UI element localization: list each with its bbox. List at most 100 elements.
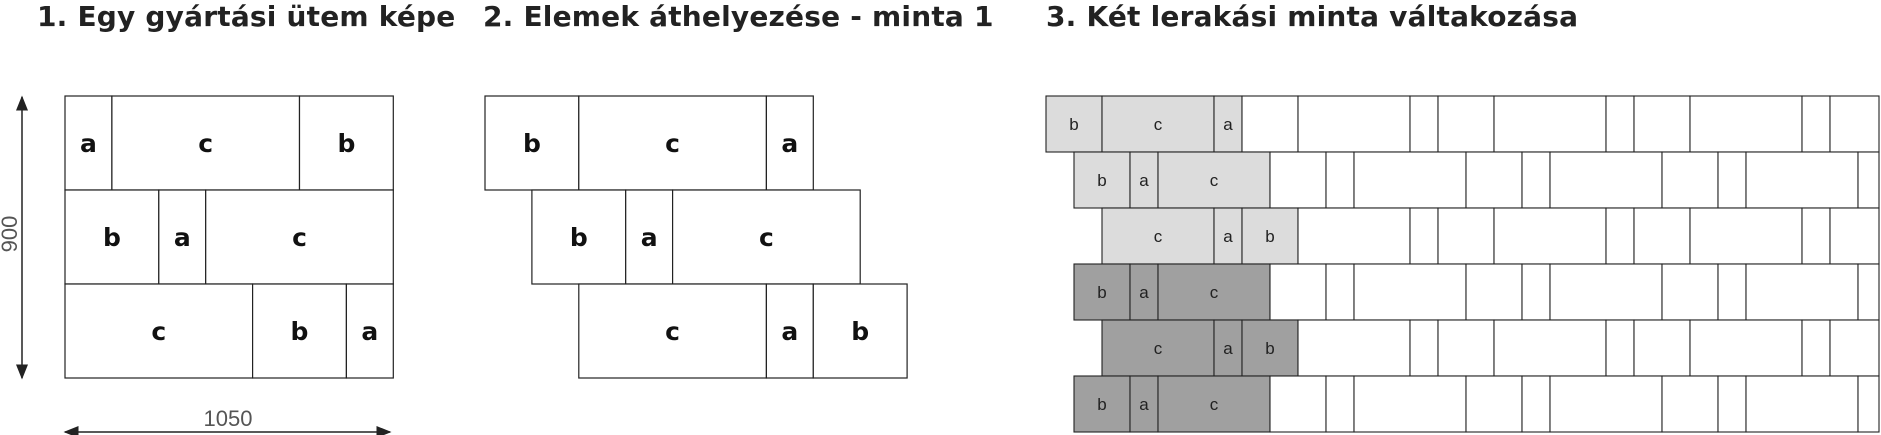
p3-tile-c: [1549, 263, 1663, 321]
p3-tile-b: [1269, 375, 1327, 433]
p3-tile-a: [1213, 207, 1243, 265]
p3-tile-label: b: [1265, 339, 1274, 358]
p2-tile-b: [812, 283, 908, 379]
height-dimension-label: 900: [0, 216, 22, 253]
p3-tile-a: [1409, 207, 1439, 265]
p3-tile-c: [1353, 375, 1467, 433]
p3-tile-b: [1437, 95, 1495, 153]
p3-tile-b: [1857, 151, 1880, 209]
p3-tile-c: [1549, 151, 1663, 209]
p3-tile-a: [1521, 375, 1551, 433]
p3-tile-b: [1857, 375, 1880, 433]
p3-tile-label: b: [1097, 171, 1106, 190]
p3-tile-c: [1689, 95, 1803, 153]
p3-tile-label: a: [1139, 395, 1149, 414]
p2-tile-c: [671, 189, 861, 285]
p3-tile-label: b: [1265, 227, 1274, 246]
p3-tile-c: [1297, 207, 1411, 265]
p1-tile-label: a: [361, 317, 378, 346]
p3-tile-label: b: [1097, 283, 1106, 302]
p3-tile-b: [1437, 207, 1495, 265]
p2-tile-label: a: [781, 129, 798, 158]
p3-tile-c: [1157, 151, 1271, 209]
p1-tile-b: [252, 283, 348, 379]
p3-tile-b: [1437, 319, 1495, 377]
p3-tile-b: [1829, 95, 1880, 153]
p2-tile-c: [578, 283, 767, 379]
p3-tile-label: b: [1097, 395, 1106, 414]
p3-tile-a: [1521, 151, 1551, 209]
p3-tile-b: [1633, 207, 1691, 265]
p3-tile-b: [1073, 263, 1131, 321]
p3-tile-a: [1801, 207, 1831, 265]
p3-tile-b: [1661, 151, 1719, 209]
p3-tile-label: a: [1139, 171, 1149, 190]
p1-tile-label: b: [103, 223, 121, 252]
p3-tile-b: [1241, 95, 1299, 153]
p2-tile-b: [484, 95, 580, 191]
p2-tile-b: [531, 189, 627, 285]
p1-tile-label: b: [337, 129, 355, 158]
p3-tile-c: [1549, 375, 1663, 433]
p1-tile-label: c: [198, 129, 213, 158]
p3-tile-label: c: [1154, 115, 1163, 134]
p3-tile-label: c: [1154, 339, 1163, 358]
p3-tile-a: [1213, 319, 1243, 377]
p3-tile-c: [1689, 319, 1803, 377]
p1-tile-c: [205, 189, 394, 285]
p2-tile-label: a: [641, 223, 658, 252]
p3-tile-label: a: [1223, 339, 1233, 358]
p3-tile-c: [1353, 263, 1467, 321]
p2-tile-label: b: [851, 317, 869, 346]
p3-tile-a: [1605, 207, 1635, 265]
dimension-annotations: 900 1050: [0, 95, 392, 435]
p3-tile-b: [1241, 319, 1299, 377]
p3-tile-c: [1297, 319, 1411, 377]
p3-tile-label: c: [1154, 227, 1163, 246]
p3-tile-b: [1045, 95, 1103, 153]
p3-tile-c: [1493, 319, 1607, 377]
p3-tile-b: [1829, 207, 1880, 265]
p2-tile-label: c: [665, 317, 680, 346]
p1-tile-c: [64, 283, 254, 379]
p3-tile-a: [1213, 95, 1243, 153]
p3-tile-b: [1073, 375, 1131, 433]
p3-tile-b: [1465, 151, 1523, 209]
title-alternating-patterns: 3. Két lerakási minta váltakozása: [1046, 0, 1579, 33]
p3-tile-b: [1465, 375, 1523, 433]
p3-tile-a: [1605, 95, 1635, 153]
p3-tile-c: [1745, 151, 1859, 209]
p3-tile-a: [1325, 151, 1355, 209]
p3-tile-a: [1325, 375, 1355, 433]
title-pattern-1: 2. Elemek áthelyezése - minta 1: [483, 0, 994, 33]
p2-tile-label: a: [781, 317, 798, 346]
p1-tile-label: c: [292, 223, 307, 252]
p2-tile-c: [578, 95, 767, 191]
p3-tile-label: c: [1210, 283, 1219, 302]
p3-tile-b: [1465, 263, 1523, 321]
p1-tile-label: a: [80, 129, 97, 158]
p3-tile-b: [1073, 151, 1131, 209]
p1-tile-label: c: [151, 317, 166, 346]
p3-tile-b: [1269, 263, 1327, 321]
title-production-cycle: 1. Egy gyártási ütem képe: [37, 0, 456, 33]
p3-tile-c: [1297, 95, 1411, 153]
p3-tile-a: [1717, 263, 1747, 321]
p3-tile-a: [1717, 375, 1747, 433]
p2-tile-a: [765, 95, 814, 191]
p3-tile-label: b: [1069, 115, 1078, 134]
p1-tile-label: a: [174, 223, 191, 252]
p2-tile-label: b: [570, 223, 588, 252]
p3-tile-a: [1801, 319, 1831, 377]
width-dimension-label: 1050: [204, 406, 253, 431]
p3-tile-b: [1829, 319, 1880, 377]
p3-tile-b: [1633, 319, 1691, 377]
p3-tile-c: [1745, 263, 1859, 321]
p3-tile-b: [1661, 263, 1719, 321]
p3-tile-label: c: [1210, 171, 1219, 190]
p3-tile-c: [1689, 207, 1803, 265]
